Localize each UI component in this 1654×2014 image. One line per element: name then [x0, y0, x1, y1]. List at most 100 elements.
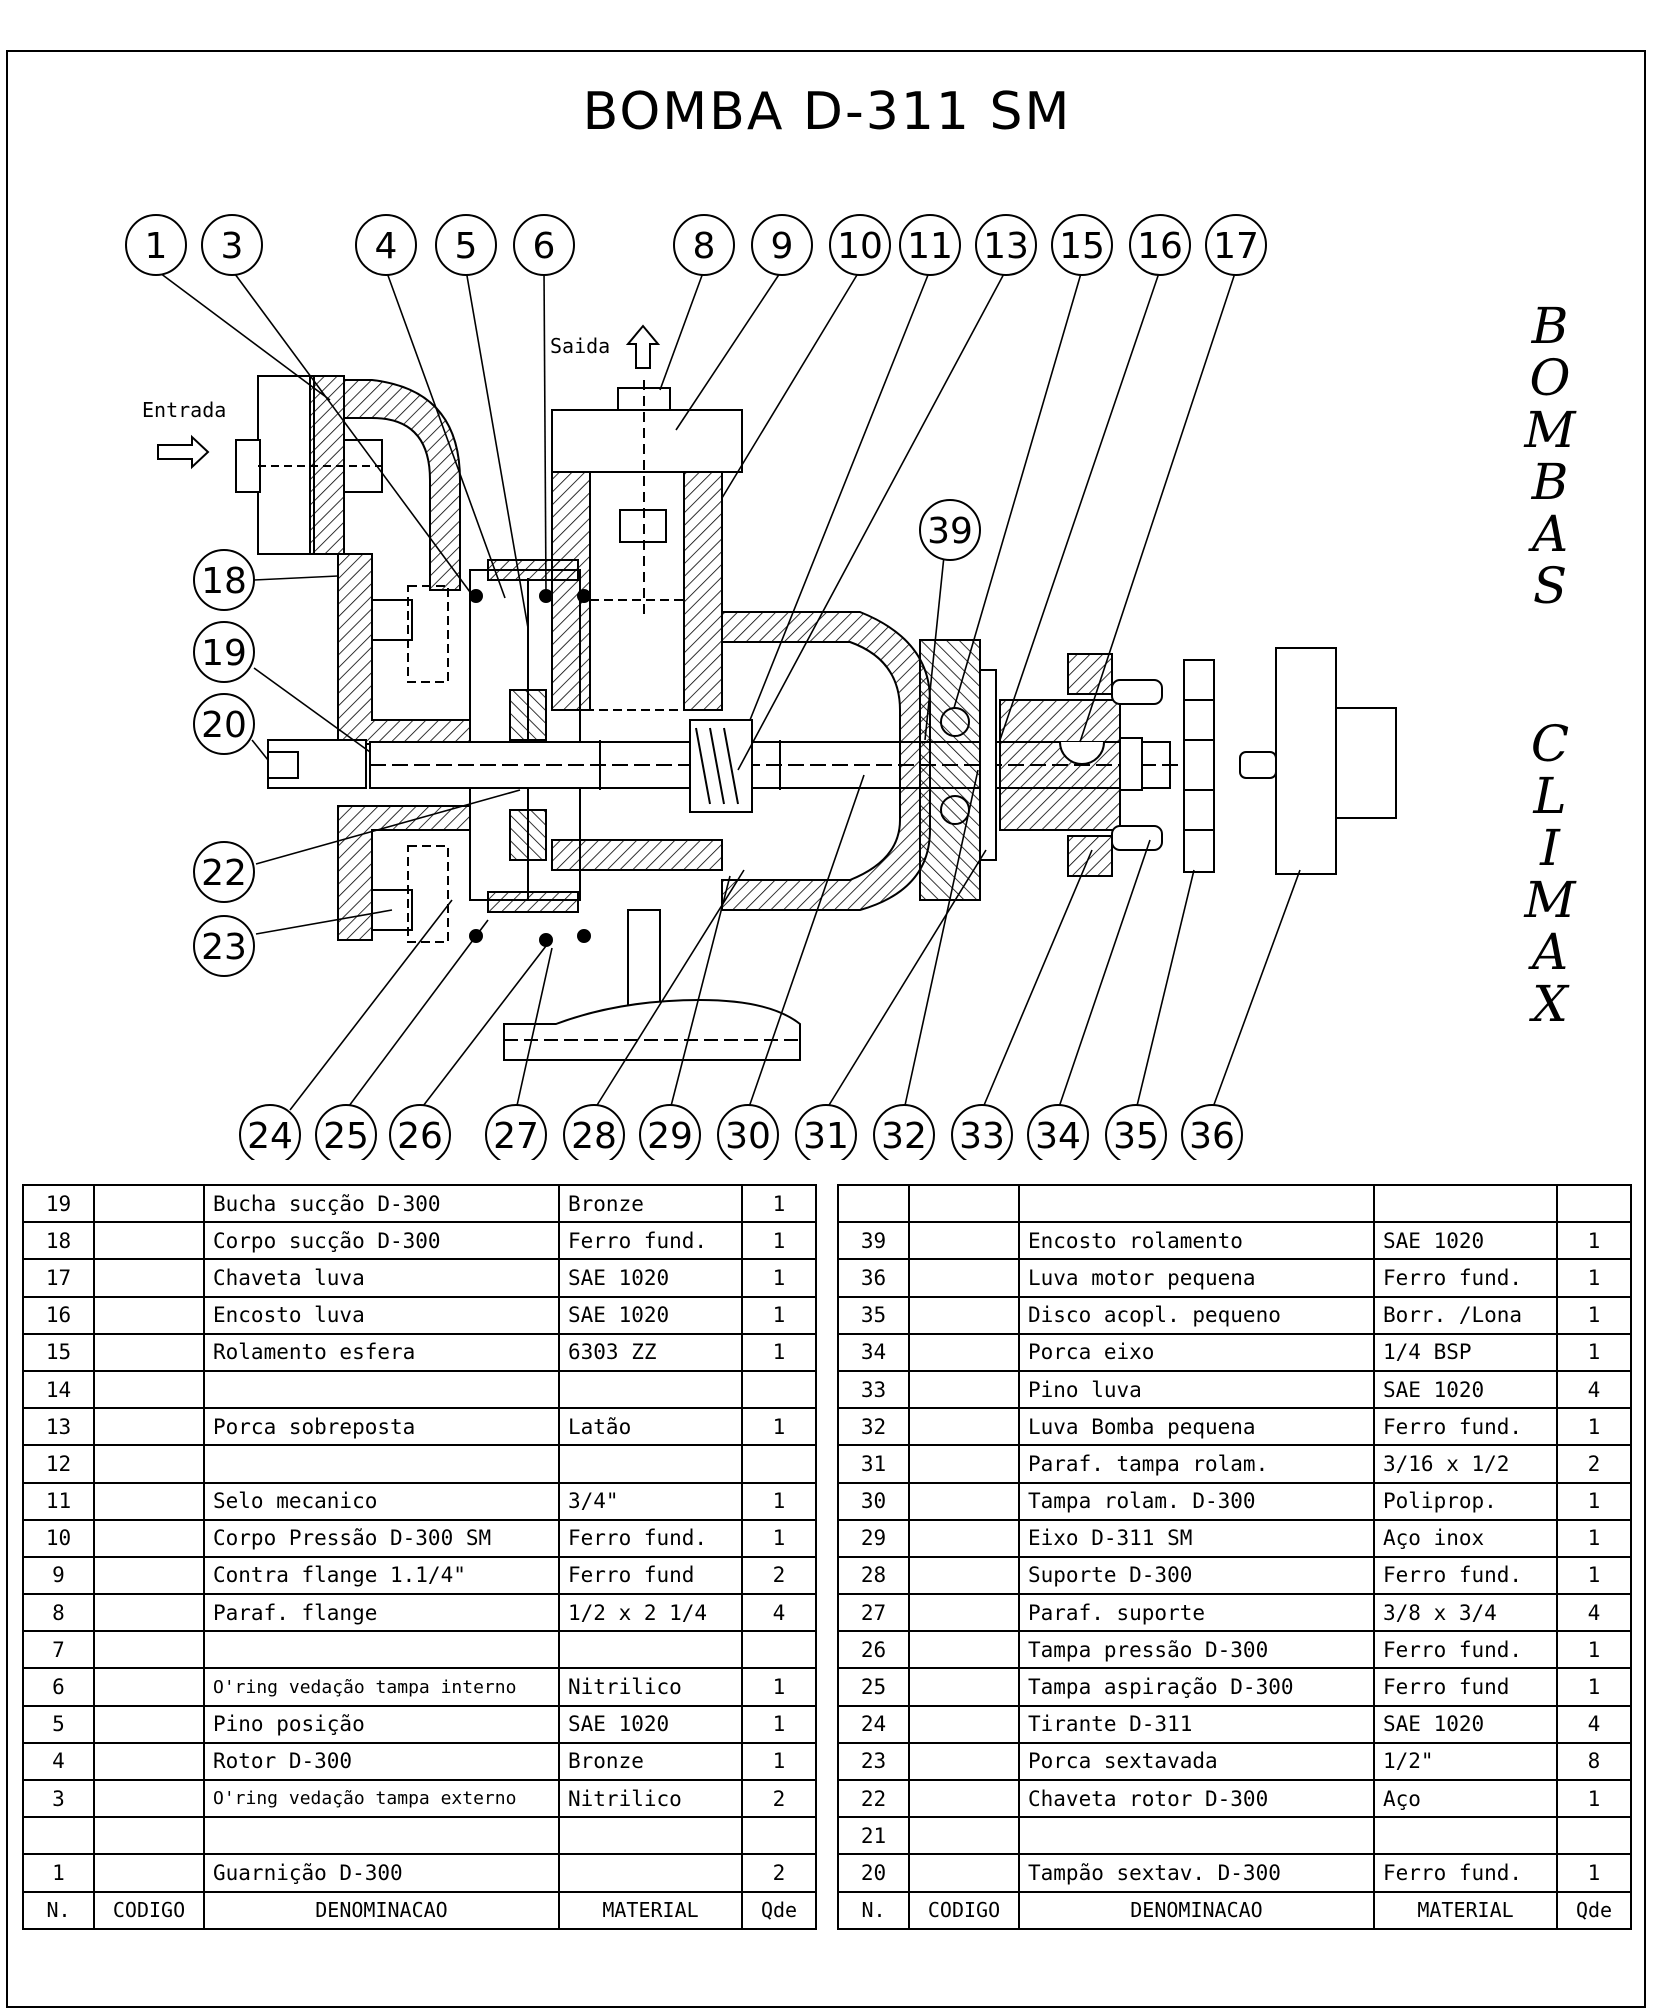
suction-cover-bottom [487, 891, 579, 913]
part-quantity: 1 [1556, 1295, 1632, 1335]
part-code [908, 1667, 1020, 1707]
balloon-circle [485, 1104, 547, 1160]
brand-letter: B [1531, 453, 1569, 511]
outlet-arrow-icon [625, 324, 661, 369]
part-number: 31 [837, 1444, 910, 1484]
part-material: SAE 1020 [1373, 1221, 1558, 1261]
balloon-number: 27 [493, 1116, 539, 1157]
part-code [908, 1407, 1020, 1447]
part-number: 20 [837, 1853, 910, 1893]
part-quantity: 1 [1556, 1221, 1632, 1261]
part-quantity: 1 [741, 1481, 817, 1521]
balloon-circle [673, 214, 735, 276]
coupling-pin-bottom [1111, 825, 1163, 851]
part-material [558, 1444, 743, 1484]
header-material: MATERIAL [1373, 1890, 1558, 1930]
part-code [93, 1518, 205, 1558]
part-name: Bucha sucção D-300 [203, 1183, 560, 1224]
part-code [93, 1593, 205, 1633]
part-material: Poliprop. [1373, 1481, 1558, 1521]
part-quantity: 2 [741, 1778, 817, 1819]
balloon-number: 16 [1137, 226, 1183, 267]
part-name: Tirante D-311 [1018, 1704, 1375, 1744]
part-name: Tampa aspiração D-300 [1018, 1667, 1375, 1707]
balloon-circle [795, 1104, 857, 1160]
part-code [908, 1258, 1020, 1298]
part-quantity: 1 [1556, 1407, 1632, 1447]
o-ring-marker [469, 589, 483, 603]
part-name: Paraf. suporte [1018, 1593, 1375, 1633]
part-number: 17 [22, 1258, 95, 1298]
header-denominacao: DENOMINACAO [203, 1890, 560, 1930]
part-quantity: 1 [1556, 1778, 1632, 1819]
balloon-number: 1 [145, 226, 168, 267]
part-material: Ferro fund. [1373, 1630, 1558, 1670]
part-quantity: 4 [1556, 1593, 1632, 1633]
part-number: 12 [22, 1444, 95, 1484]
table-row: 21 [837, 1816, 1632, 1856]
part-quantity: 1 [741, 1518, 817, 1558]
part-code [908, 1295, 1020, 1335]
part-quantity: 1 [741, 1221, 817, 1261]
balloon-number: 22 [201, 853, 247, 894]
balloon-circle [951, 1104, 1013, 1160]
motor-coupling [1275, 647, 1337, 875]
balloon-circle [563, 1104, 625, 1160]
part-number: 8 [22, 1593, 95, 1633]
balloon-circle [1051, 214, 1113, 276]
part-material [1373, 1183, 1558, 1224]
part-code [908, 1481, 1020, 1521]
part-name [1018, 1183, 1375, 1224]
balloon-circle [975, 214, 1037, 276]
part-code [93, 1183, 205, 1224]
part-material: 1/2" [1373, 1741, 1558, 1782]
part-number: 22 [837, 1778, 910, 1819]
part-number: 25 [837, 1667, 910, 1707]
support-foot [503, 998, 801, 1061]
outlet-label: Saida [550, 334, 610, 358]
table-row: 7 [22, 1630, 817, 1670]
part-code [908, 1555, 1020, 1596]
part-material: Bronze [558, 1183, 743, 1224]
part-name: Encosto rolamento [1018, 1221, 1375, 1261]
balloon-number: 35 [1113, 1116, 1159, 1157]
part-name: Encosto luva [203, 1295, 560, 1335]
part-name: Rotor D-300 [203, 1741, 560, 1782]
part-material: SAE 1020 [1373, 1704, 1558, 1744]
brand-word-climax: C L I M A X [1515, 718, 1585, 1030]
part-name [203, 1369, 560, 1410]
mechanical-seal [689, 719, 753, 813]
part-code [908, 1816, 1020, 1856]
part-name: Contra flange 1.1/4" [203, 1555, 560, 1596]
part-number: 3 [22, 1778, 95, 1819]
coupling-disc [1183, 659, 1215, 873]
part-quantity [741, 1630, 817, 1670]
part-name: Tampa pressão D-300 [1018, 1630, 1375, 1670]
part-quantity: 1 [741, 1704, 817, 1744]
part-quantity: 1 [1556, 1853, 1632, 1893]
suction-bolt-head [235, 439, 261, 493]
balloon-circle [193, 841, 255, 903]
coupling-flange-top [1067, 653, 1113, 695]
balloon-number: 19 [201, 633, 247, 674]
part-code [908, 1183, 1020, 1224]
coupling-pin-top [1111, 679, 1163, 705]
part-name: Luva Bomba pequena [1018, 1407, 1375, 1447]
part-material: Borr. /Lona [1373, 1295, 1558, 1335]
balloon-circle [193, 549, 255, 611]
leader-lines [155, 269, 1301, 1111]
part-quantity [741, 1444, 817, 1484]
